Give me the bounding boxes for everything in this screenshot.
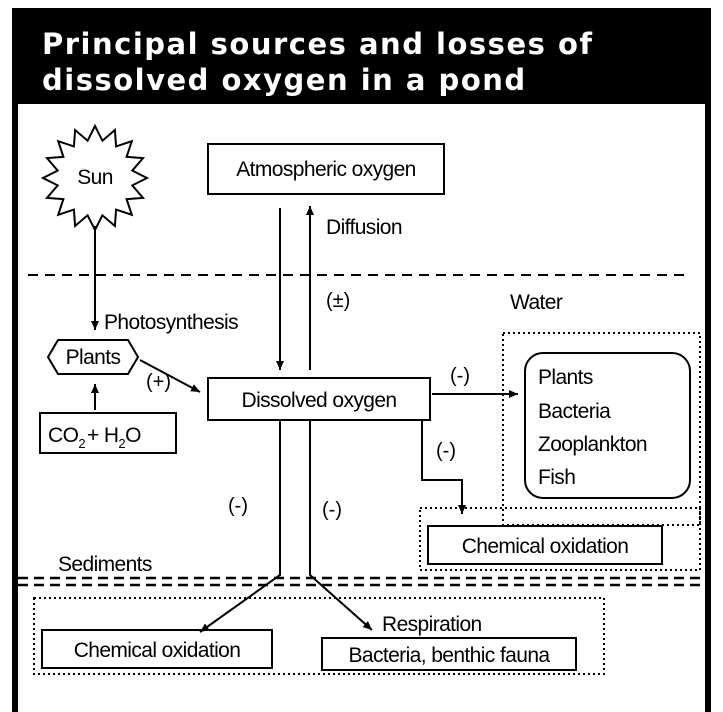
consumer-item: Fish (538, 466, 575, 489)
oxidation-dotted-frame (419, 507, 701, 571)
consumer-item: Bacteria (538, 400, 611, 423)
co2-h2o-box (39, 412, 177, 454)
consumer-dotted-frame (502, 332, 701, 526)
atmospheric-oxygen-box (207, 143, 445, 195)
do-to-sediment-oxidation-arrow (199, 420, 281, 633)
sediments-label: Sediments (58, 553, 152, 576)
chemical-oxidation-water-box (427, 525, 663, 565)
bacteria-benthic-label: Bacteria, benthic fauna (348, 644, 550, 667)
sediment-oxidation-sign: (-) (228, 495, 248, 517)
respiration-sign: (-) (322, 499, 342, 521)
chemical-oxidation-sediment-label: Chemical oxidation (74, 639, 241, 662)
title-line-2: dissolved oxygen in a pond (42, 63, 527, 97)
title-bar: Principal sources and losses of dissolve… (12, 8, 711, 104)
bacteria-benthic-box (321, 637, 577, 671)
water-label: Water (510, 291, 563, 314)
photosynthesis-label: Photosynthesis (104, 311, 238, 334)
consumers-list: Plants Bacteria Zooplankton Fish (538, 366, 648, 489)
co2-h2o-label: CO2+ H2O (48, 424, 141, 451)
chemical-oxidation-water-label: Chemical oxidation (462, 535, 629, 558)
plants-label: Plants (66, 346, 121, 369)
sun-icon: Sun (40, 123, 150, 233)
oxidation-sign: (-) (436, 440, 456, 462)
do-to-benthic-arrow (309, 420, 373, 631)
plants-to-do-arrow (139, 359, 201, 393)
sediment-dotted-frame (33, 597, 605, 675)
diagram-title: Principal sources and losses of dissolve… (42, 26, 702, 98)
consumers-box (524, 352, 691, 499)
atmospheric-oxygen-label: Atmospheric oxygen (236, 158, 415, 181)
title-line-1: Principal sources and losses of (42, 27, 594, 61)
chemical-oxidation-sediment-box (41, 629, 273, 669)
dissolved-oxygen-box (207, 377, 431, 421)
do-to-oxidation-arrow (421, 420, 466, 514)
respiration-label: Respiration (382, 613, 482, 636)
plants-node (46, 339, 140, 375)
photosynthesis-sign: (+) (146, 371, 171, 393)
diffusion-sign: (±) (326, 290, 350, 312)
dissolved-oxygen-label: Dissolved oxygen (242, 389, 397, 412)
consumer-item: Plants (538, 366, 593, 389)
sun-label: Sun (77, 166, 113, 189)
diffusion-label: Diffusion (326, 216, 402, 239)
consumer-item: Zooplankton (538, 433, 647, 456)
consumers-sign: (-) (450, 365, 470, 387)
